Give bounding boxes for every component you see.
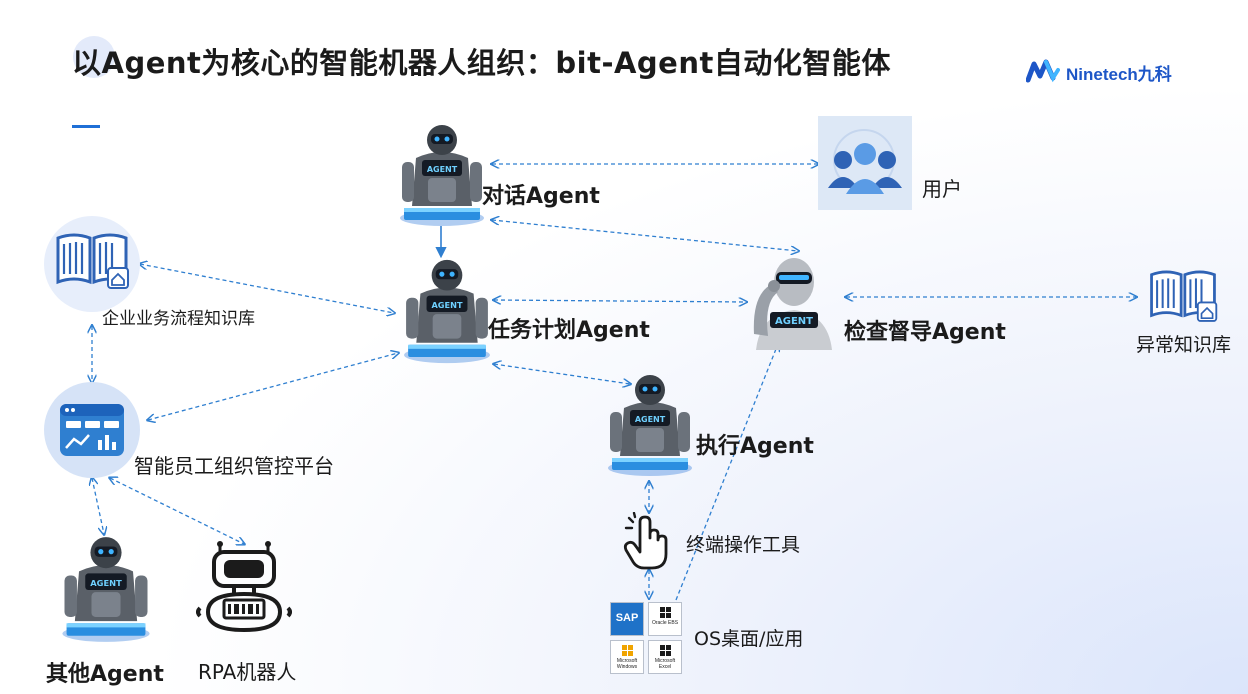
link-platform-rpa: [110, 478, 244, 544]
supervise-agent-label: 检查督导Agent: [844, 320, 1006, 345]
windows-app-tile: Microsoft Windows: [610, 640, 644, 674]
title-accent-bar: [72, 125, 100, 128]
exec-agent-robot-icon: AGENT: [608, 375, 692, 476]
dialog-agent-label: 对话Agent: [482, 184, 600, 209]
sap-app-tile: SAP: [610, 602, 644, 636]
page-title: 以Agent为核心的智能机器人组织：bit-Agent自动化智能体: [72, 46, 891, 80]
oracle-app-tile: Oracle EBS: [648, 602, 682, 636]
os-desktop-label: OS桌面/应用: [694, 628, 804, 650]
windows-logo-icon: [660, 607, 671, 618]
logo-text: Ninetech九科: [1066, 64, 1172, 84]
user-group-icon: [828, 129, 902, 194]
oracle-text: Oracle EBS: [651, 620, 679, 626]
link-dialog-supervise: [492, 220, 798, 251]
dialog-agent-robot-icon: AGENT: [400, 125, 484, 226]
excel-app-tile: Microsoft Excel: [648, 640, 682, 674]
ninetech-logo-icon: [1026, 59, 1060, 83]
exception-book-icon: [1150, 270, 1218, 322]
ninetech-logo: Ninetech九科: [1026, 58, 1172, 86]
other-agent-label: 其他Agent: [46, 662, 164, 687]
user-group-tile: [818, 116, 912, 210]
link-platform-other: [92, 478, 104, 534]
excel-logo-icon: [660, 645, 671, 656]
link-task-supervise: [494, 300, 746, 302]
dashboard-icon: [60, 404, 124, 456]
knowledge-base-label: 企业业务流程知识库: [102, 309, 255, 329]
exception-kb-label: 异常知识库: [1136, 334, 1232, 356]
windows-text: Microsoft Windows: [616, 658, 638, 670]
tap-hand-icon: [623, 512, 668, 570]
excel-text: Microsoft Excel: [654, 658, 676, 670]
link-task-exec: [494, 364, 630, 384]
other-agent-robot-icon: AGENT: [62, 537, 150, 642]
sap-text: SAP: [615, 612, 639, 624]
exec-agent-label: 执行Agent: [696, 434, 814, 459]
supervise-agent-robot-icon: AGENT: [753, 258, 832, 350]
link-os-supervise: [675, 344, 778, 601]
user-label: 用户: [922, 177, 962, 201]
terminal-tool-label: 终端操作工具: [686, 534, 801, 556]
rpa-robot-icon: [196, 541, 292, 633]
badge-text: AGENT: [427, 165, 458, 174]
rpa-label: RPA机器人: [198, 660, 297, 684]
title-decoration: [73, 36, 115, 78]
book-icon: [56, 233, 129, 289]
link-platform-task: [148, 353, 398, 420]
windows-color-icon: [622, 645, 633, 656]
badge-text: AGENT: [431, 300, 462, 310]
badge-text: AGENT: [635, 415, 666, 424]
platform-label: 智能员工组织管控平台: [134, 454, 334, 478]
task-agent-robot-icon: AGENT: [404, 259, 490, 364]
badge-text: AGENT: [775, 316, 813, 327]
task-agent-label: 任务计划Agent: [488, 318, 650, 343]
link-kb-task: [140, 264, 394, 313]
badge-text: AGENT: [90, 578, 122, 588]
